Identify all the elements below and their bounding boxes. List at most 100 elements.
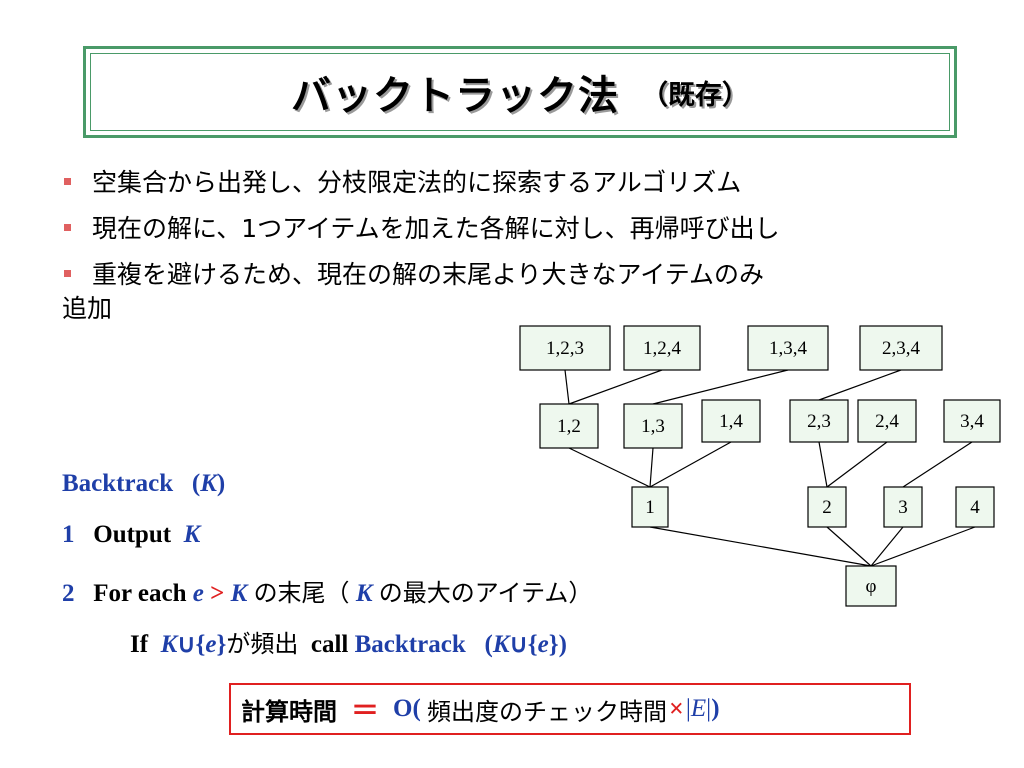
line-number: 1 [62, 521, 75, 548]
union-open-2: ∪{ [509, 631, 538, 658]
bullet-item: 現在の解に、1つアイテムを加えた各解に対し、再帰呼び出し [62, 206, 982, 252]
tree-node-label: 2 [822, 497, 832, 518]
tree-node-box [789, 399, 849, 443]
tree-node-n124: 1,2,4 [623, 325, 701, 371]
title-inner-frame: バックトラック法 （既存） [90, 53, 950, 131]
formula-jp-text: 頻出度のチェック時間 [427, 697, 668, 726]
tree-node-n3: 3 [883, 486, 923, 528]
tree-node-label: 1,3 [641, 416, 665, 437]
tree-node-box [519, 325, 611, 371]
tree-node-label: 1,2 [557, 416, 581, 437]
brace-close: } [216, 631, 227, 658]
tree-node-n1: 1 [631, 486, 669, 528]
algorithm-line-2: 2 For each e > K の末尾（ K の最大のアイテム） [62, 573, 592, 608]
tree-node-label: 2,3 [807, 411, 831, 432]
var-E: E [690, 695, 707, 722]
tree-node-label: 3,4 [960, 411, 984, 432]
var-e-3: e [537, 631, 549, 658]
big-o-open: O( [393, 695, 421, 722]
tree-node-phi: φ [845, 565, 897, 607]
tree-nodes: 1,2,3 1,2,4 1,3,4 2,3,4 1,2 1,3 1,4 2,3 2,4 3,4 1 2… [519, 325, 1001, 607]
paren-close: ) [216, 470, 226, 497]
tree-edge-n24-n2 [826, 441, 888, 488]
tree-edge-n13-n1 [649, 447, 654, 488]
bullet-marker-icon [64, 224, 71, 231]
tree-edges [564, 369, 976, 567]
tree-node-box [631, 486, 669, 528]
tree-edge-n2-phi [826, 526, 872, 567]
tree-edge-n23-n2 [818, 441, 828, 488]
slide-title: バックトラック法 [291, 73, 619, 119]
tree-node-label: 4 [970, 497, 980, 518]
title-box: バックトラック法 （既存） [83, 46, 957, 138]
tree-node-label: 1,2,4 [643, 338, 682, 359]
tree-node-label: 1,4 [719, 411, 743, 432]
tree-node-label: φ [866, 576, 877, 597]
formula-label: 計算時間 [241, 697, 337, 726]
big-o-close: ) [711, 695, 720, 722]
tree-node-box [701, 399, 761, 443]
tree-edge-n12-n1 [568, 447, 651, 488]
bullet-text: 空集合から出発し、分枝限定法的に探索するアルゴリズム [92, 168, 742, 197]
algorithm-name: Backtrack [62, 470, 174, 497]
tree-edge-n14-n1 [649, 441, 732, 488]
tree-node-box [807, 486, 847, 528]
tree-node-box [845, 565, 897, 607]
tree-node-label: 3 [898, 497, 908, 518]
var-k-2: K [355, 580, 373, 607]
tree-node-label: 2,3,4 [882, 338, 921, 359]
algorithm-arg: K [200, 470, 217, 497]
tree-node-box [539, 403, 599, 449]
var-k: K [230, 580, 248, 607]
tree-node-label: 1 [645, 497, 655, 518]
tree-node-label: 1,3,4 [769, 338, 808, 359]
tree-edge-n1-phi [649, 526, 872, 567]
bullet-item: 空集合から出発し、分枝限定法的に探索するアルゴリズム [62, 160, 982, 206]
bullet-list: 空集合から出発し、分枝限定法的に探索するアルゴリズム 現在の解に、1つアイテムを… [62, 160, 982, 326]
algorithm-line-3: If K∪{e}が頻出 call Backtrack (K∪{e}) [130, 624, 567, 659]
tree-node-n13: 1,3 [623, 403, 683, 449]
tree-edge-n134-n13 [652, 369, 789, 405]
var-e-2: e [205, 631, 217, 658]
tree-node-label: 2,4 [875, 411, 899, 432]
bullet-marker-icon [64, 270, 71, 277]
algorithm-header: Backtrack (K) [62, 470, 225, 498]
equals-symbol: ＝ [351, 696, 380, 727]
tree-node-n4: 4 [955, 486, 995, 528]
tree-node-n24: 2,4 [857, 399, 917, 443]
tree-node-n12: 1,2 [539, 403, 599, 449]
keyword-call: call [310, 631, 349, 658]
tree-node-label: 1,2,3 [546, 338, 584, 359]
bullet-text-continuation: 追加 [62, 294, 113, 323]
call-close: }) [548, 631, 567, 658]
greater-than-symbol: > [210, 580, 225, 607]
tree-node-box [943, 399, 1001, 443]
paren-open: ( [191, 470, 201, 497]
complexity-formula-box: 計算時間 ＝ O( 頻出度のチェック時間 × |E| ) [229, 683, 911, 735]
tree-node-box [747, 325, 829, 371]
tree-node-box [857, 399, 917, 443]
bullet-text: 重複を避けるため、現在の解の末尾より大きなアイテムのみ [92, 260, 765, 289]
tree-node-box [955, 486, 995, 528]
tree-edge-n34-n3 [902, 441, 973, 488]
tree-node-box [623, 325, 701, 371]
tree-edge-n124-n12 [568, 369, 663, 405]
call-paren-open: ( [484, 631, 493, 658]
var-k-3: K [160, 631, 178, 658]
bullet-item: 重複を避けるため、現在の解の末尾より大きなアイテムのみ 追加 [62, 252, 982, 326]
tree-node-box [859, 325, 943, 371]
tree-edge-n3-phi [870, 526, 904, 567]
var-e: e [192, 580, 204, 607]
bullet-text: 現在の解に、1つアイテムを加えた各解に対し、再帰呼び出し [92, 214, 780, 243]
tree-node-n2: 2 [807, 486, 847, 528]
line2-text-a: の末尾（ [253, 579, 350, 607]
tree-node-box [883, 486, 923, 528]
bullet-marker-icon [64, 178, 71, 185]
keyword-output: Output [93, 521, 172, 548]
algorithm-line-1: 1 Output K [62, 521, 200, 549]
tree-edge-n4-phi [870, 526, 976, 567]
output-arg: K [183, 521, 201, 548]
tree-node-box [623, 403, 683, 449]
line3-frequent-text: が頻出 [226, 630, 299, 658]
